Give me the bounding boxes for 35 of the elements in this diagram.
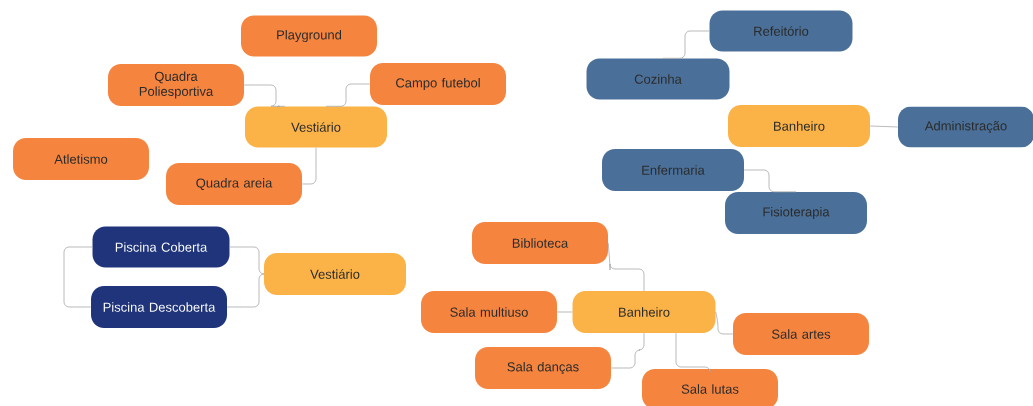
topic-box: Biblioteca [472,222,608,264]
connector-line [243,84,286,107]
topic-box: Cozinha [586,58,730,100]
topic-box: Campo futebol [370,63,506,105]
connector-line [607,242,645,292]
topic-box: Sala artes [733,313,869,355]
topic-box: Atletismo [13,138,149,180]
topic-box: Piscina Descoberta [91,286,227,328]
connector-line [556,311,573,313]
connector-line [662,30,710,59]
connector-line [610,332,645,369]
topic-box: Playground [241,15,377,57]
topic-box: Sala danças [475,347,611,389]
topic-box: Refeitório [709,10,853,52]
connector-line [63,246,93,308]
connector-line [226,273,265,308]
connector-line [675,332,711,373]
topic-box: Quadra Poliesportiva [108,64,244,106]
connector-line [869,125,899,128]
topic-box: Sala lutas [642,369,778,406]
connector-line [325,83,371,107]
topic-box: Sala multiuso [421,291,557,333]
topic-box: Fisioterapia [725,192,867,234]
topic-box: Vestiário [264,253,406,295]
connector-line [743,169,797,193]
topic-box: Administração [898,106,1033,148]
topic-box: Enfermaria [602,149,744,191]
connector-line [715,311,734,335]
topic-box: Banheiro [728,105,870,147]
topic-box: Quadra areia [166,163,302,205]
connector-line [301,147,317,185]
connector-line [229,246,265,275]
topic-box: Vestiário [245,106,387,148]
topic-box: Piscina Coberta [92,226,230,268]
topic-box: Banheiro [572,291,716,333]
